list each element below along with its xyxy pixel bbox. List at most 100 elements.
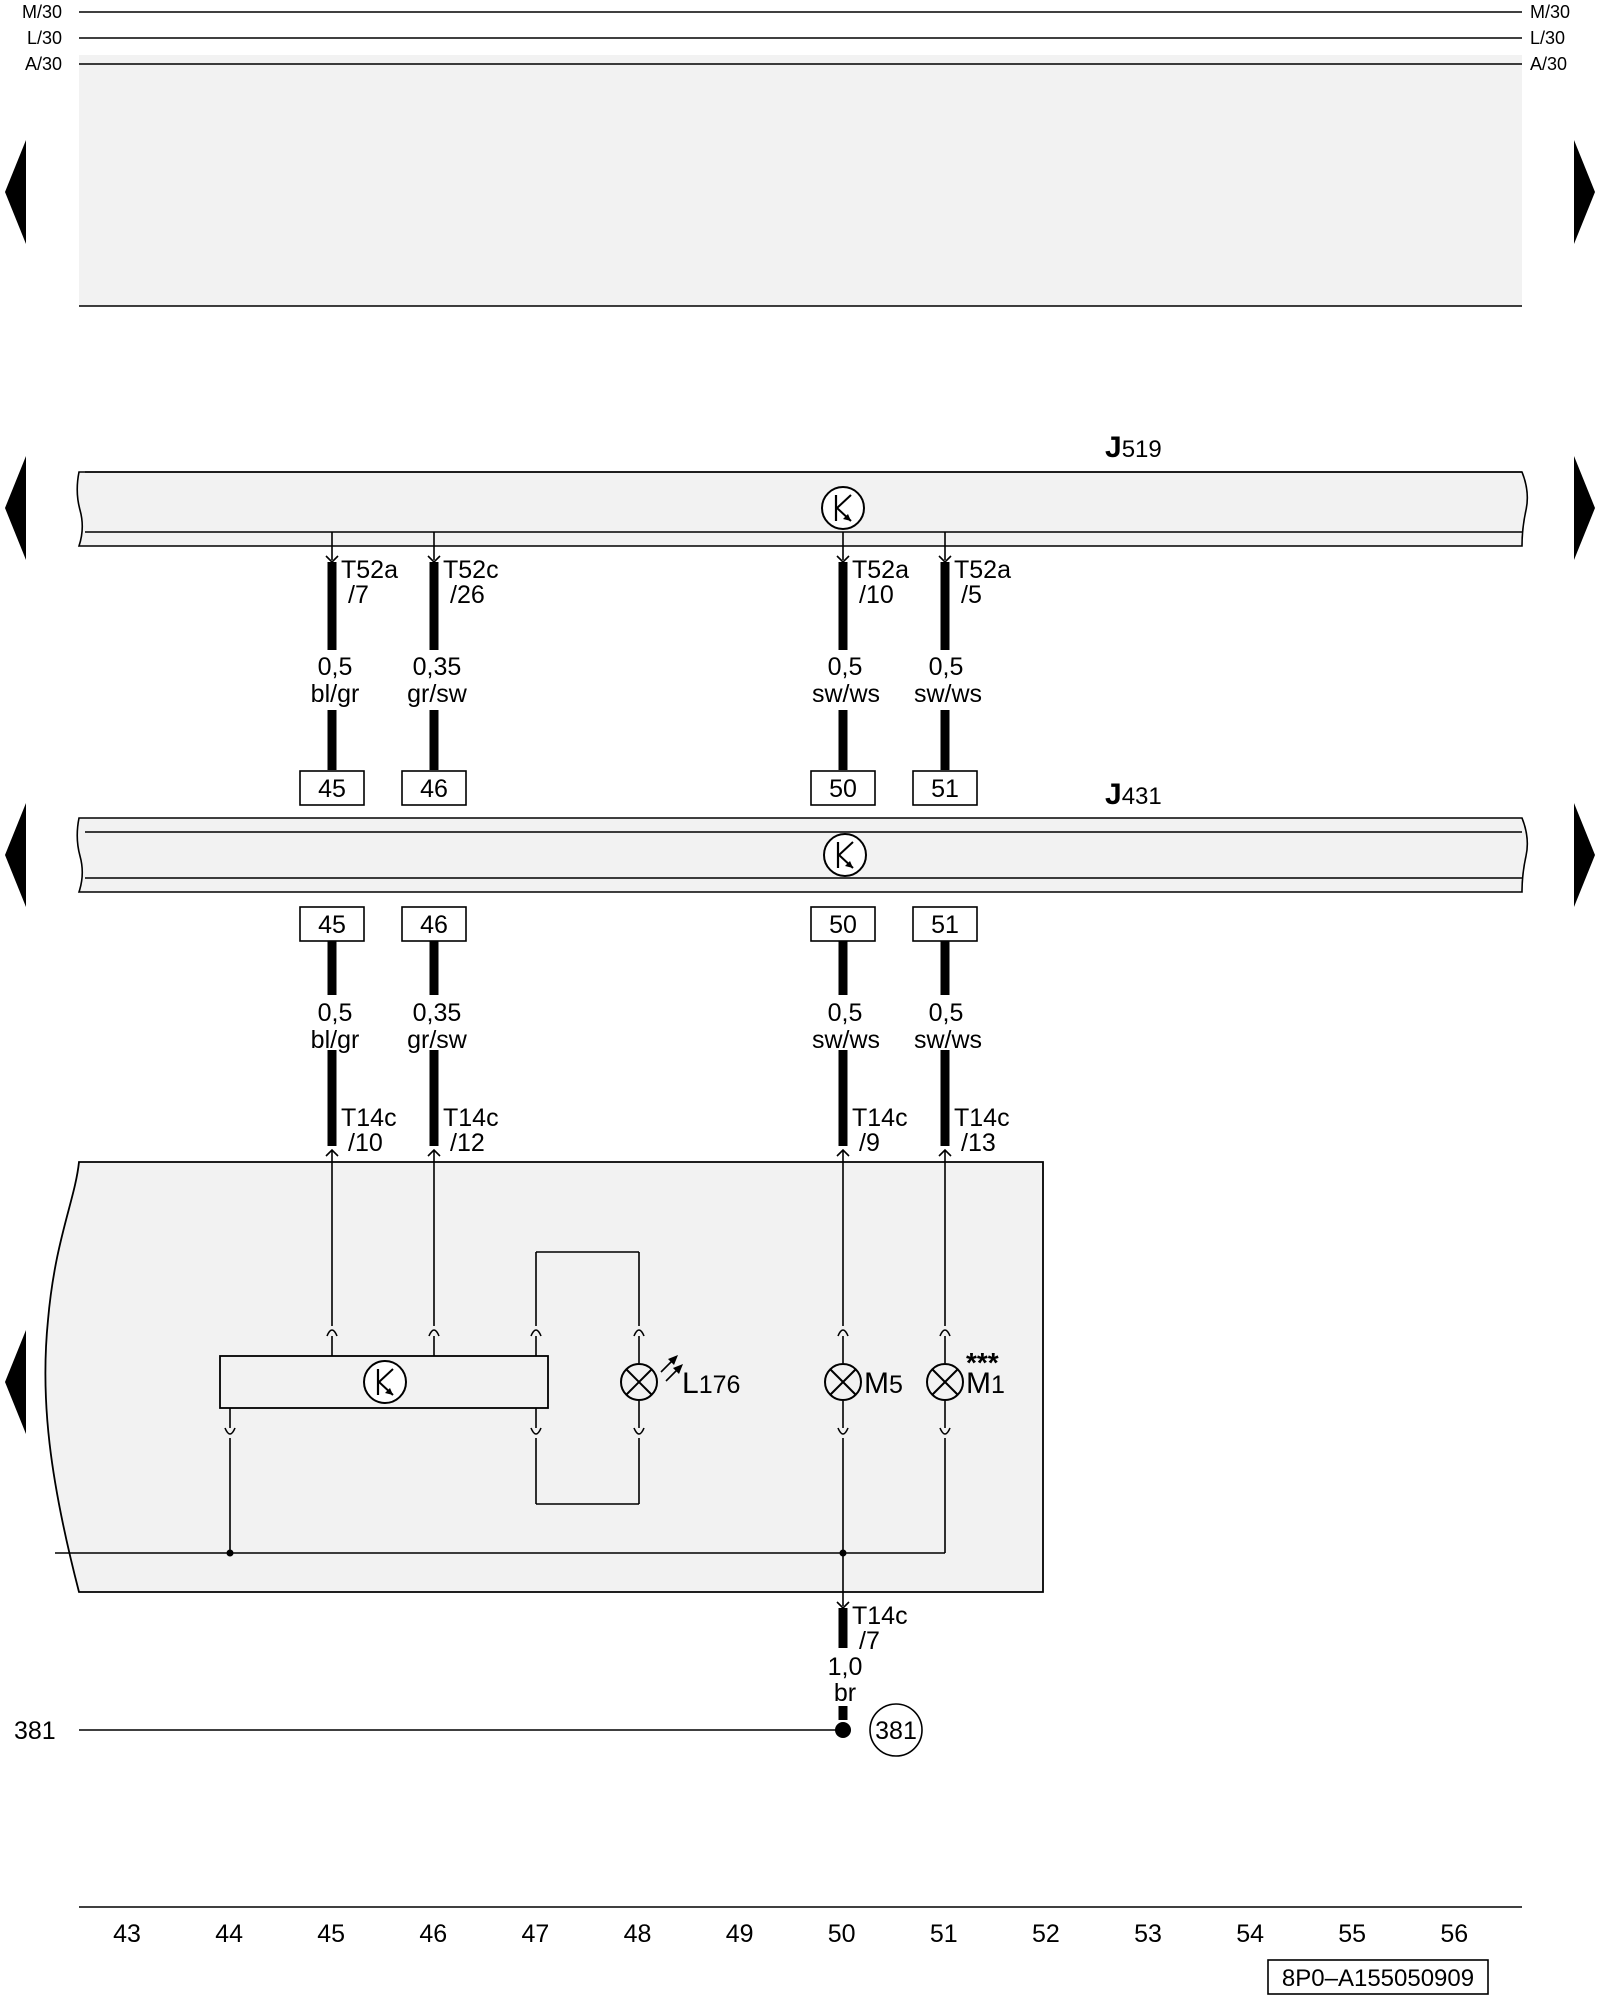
component-m1-number: 1 bbox=[991, 1371, 1005, 1399]
wire-color: gr/sw bbox=[407, 680, 468, 708]
rail-label-l30-left: L/30 bbox=[27, 28, 62, 48]
module-j519-letter: J bbox=[1105, 431, 1122, 464]
component-l176-number: 176 bbox=[699, 1371, 741, 1399]
lower-wire-46: 46 0,35 gr/sw T14c /12 bbox=[401, 906, 499, 1157]
continuation-arrow-left-icon[interactable] bbox=[5, 140, 26, 244]
connector-label: T14c bbox=[954, 1104, 1010, 1132]
module-j431-bar bbox=[76, 817, 1529, 893]
wire-cross-section: 0,5 bbox=[929, 653, 964, 681]
scale-tick-label: 46 bbox=[419, 1920, 447, 1948]
terminal-box-label: 51 bbox=[931, 911, 959, 939]
connector-label: T14c bbox=[341, 1104, 397, 1132]
component-l176-label: L176 bbox=[682, 1367, 740, 1400]
scale-tick-label: 47 bbox=[521, 1920, 549, 1948]
pin-label: /10 bbox=[859, 581, 894, 609]
junction-dot bbox=[839, 1549, 847, 1557]
pin-label: /26 bbox=[450, 581, 485, 609]
wire-cross-section: 1,0 bbox=[828, 1653, 863, 1681]
component-m5-letter: M bbox=[864, 1367, 889, 1400]
scale-tick-label: 54 bbox=[1236, 1920, 1264, 1948]
terminal-box-label: 50 bbox=[829, 775, 857, 803]
terminal-box-label: 45 bbox=[318, 775, 346, 803]
pin-label: /10 bbox=[348, 1129, 383, 1157]
terminal-box-label: 51 bbox=[931, 775, 959, 803]
wire-color: sw/ws bbox=[914, 1026, 982, 1054]
component-m5-label: M5 bbox=[864, 1367, 903, 1400]
terminal-box bbox=[401, 906, 467, 942]
connector-label: T52a bbox=[341, 556, 398, 584]
rail-label-a30-right: A/30 bbox=[1530, 54, 1567, 74]
scale-tick-label: 50 bbox=[828, 1920, 856, 1948]
component-m1-note: *** bbox=[966, 1347, 999, 1378]
wire-color: sw/ws bbox=[914, 680, 982, 708]
lower-wire-50: 50 0,5 sw/ws T14c /9 bbox=[810, 906, 908, 1157]
wire-cross-section: 0,5 bbox=[929, 999, 964, 1027]
pin-label: /7 bbox=[859, 1627, 880, 1655]
wire-cross-section: 0,5 bbox=[828, 999, 863, 1027]
scale-tick-label: 48 bbox=[624, 1920, 652, 1948]
wire-color: gr/sw bbox=[407, 1026, 468, 1054]
terminal-box bbox=[299, 770, 365, 806]
terminal-box-label: 50 bbox=[829, 911, 857, 939]
scale-tick-label: 52 bbox=[1032, 1920, 1060, 1948]
terminal-box bbox=[912, 906, 978, 942]
pin-label: /12 bbox=[450, 1129, 485, 1157]
can-bus-transceiver-icon bbox=[363, 1360, 407, 1404]
bulb-l176-icon bbox=[620, 1355, 683, 1401]
wire-color: sw/ws bbox=[812, 680, 880, 708]
connector-label: T14c bbox=[443, 1104, 499, 1132]
scale-tick-label: 43 bbox=[113, 1920, 141, 1948]
rail-label-l30-right: L/30 bbox=[1530, 28, 1565, 48]
scale-tick-label: 53 bbox=[1134, 1920, 1162, 1948]
terminal-box-label: 46 bbox=[420, 911, 448, 939]
continuation-arrow-left-icon[interactable] bbox=[5, 803, 26, 907]
continuation-arrow-right-icon[interactable] bbox=[1574, 456, 1595, 560]
can-bus-transceiver-icon bbox=[821, 486, 865, 530]
continuation-arrow-right-icon[interactable] bbox=[1574, 140, 1595, 244]
component-m5-number: 5 bbox=[889, 1371, 903, 1399]
component-l176-letter: L bbox=[682, 1367, 699, 1400]
continuation-arrow-left-icon[interactable] bbox=[5, 1330, 26, 1434]
wire-cross-section: 0,35 bbox=[413, 653, 462, 681]
terminal-box bbox=[401, 770, 467, 806]
scale-tick-label: 56 bbox=[1440, 1920, 1468, 1948]
terminal-box-label: 45 bbox=[318, 911, 346, 939]
continuation-arrow-left-icon[interactable] bbox=[5, 456, 26, 560]
pin-label: /13 bbox=[961, 1129, 996, 1157]
ground-left-label: 381 bbox=[14, 1717, 56, 1745]
terminal-box bbox=[810, 770, 876, 806]
continuation-arrow-right-icon[interactable] bbox=[1574, 803, 1595, 907]
wire-cross-section: 0,35 bbox=[413, 999, 462, 1027]
wire-color: sw/ws bbox=[812, 1026, 880, 1054]
wire-cross-section: 0,5 bbox=[828, 653, 863, 681]
ground-point-circle bbox=[869, 1703, 923, 1757]
scale-tick-label: 49 bbox=[726, 1920, 754, 1948]
connector-label: T14c bbox=[852, 1602, 908, 1630]
rail-label-a30-left: A/30 bbox=[25, 54, 62, 74]
component-m1-letter: M bbox=[966, 1367, 991, 1400]
component-m1-label: M1 bbox=[966, 1367, 1005, 1400]
terminal-box-label: 46 bbox=[420, 775, 448, 803]
upper-wire-45: T52a /7 0,5 bl/gr 45 bbox=[299, 532, 398, 806]
scale-tick-label: 45 bbox=[317, 1920, 345, 1948]
upper-wire-50: T52a /10 0,5 sw/ws 50 bbox=[810, 532, 909, 806]
scale-tick-label: 55 bbox=[1338, 1920, 1366, 1948]
wire-color: br bbox=[834, 1679, 856, 1707]
cluster-internal-wiring bbox=[55, 1150, 951, 1592]
module-j519-label: J519 bbox=[1105, 431, 1162, 464]
ground-wire: T14c /7 1,0 br 381 381 bbox=[14, 1592, 923, 1757]
scale-tick-label: 51 bbox=[930, 1920, 958, 1948]
module-j431-letter: J bbox=[1105, 778, 1122, 811]
ground-connection-dot bbox=[835, 1722, 851, 1738]
column-scale: 43 44 45 46 47 48 49 50 51 52 53 54 55 56 bbox=[113, 1920, 1468, 1948]
connector-label: T14c bbox=[852, 1104, 908, 1132]
scale-tick-label: 44 bbox=[215, 1920, 243, 1948]
module-j519-bar bbox=[76, 471, 1529, 547]
connector-label: T52a bbox=[954, 556, 1011, 584]
terminal-box bbox=[912, 770, 978, 806]
wire-cross-section: 0,5 bbox=[318, 999, 353, 1027]
rail-label-m30-left: M/30 bbox=[22, 2, 62, 22]
document-id-box bbox=[1267, 1959, 1489, 1995]
motor-m5-icon bbox=[824, 1363, 862, 1401]
